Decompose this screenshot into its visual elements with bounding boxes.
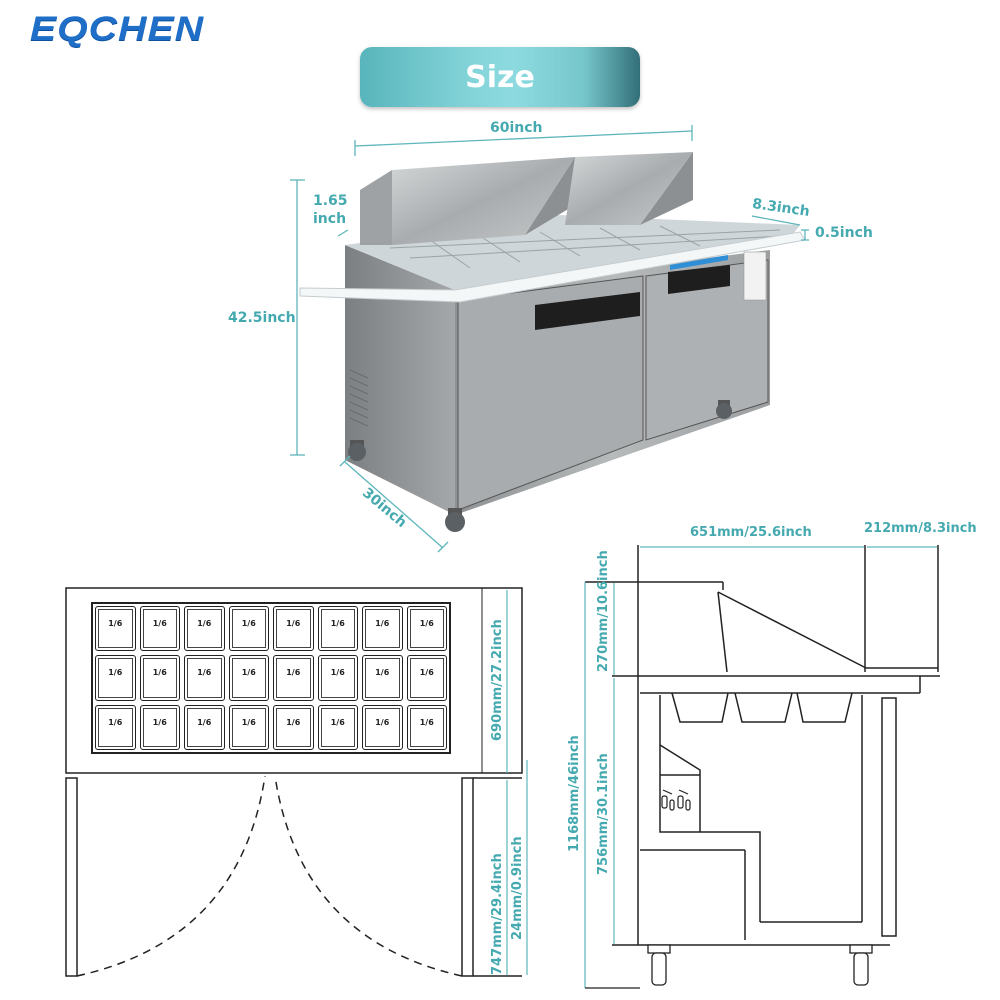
pan-cell: 1/6 (362, 655, 403, 701)
photo-dimension-lines (290, 125, 809, 553)
pan-cell: 1/6 (228, 606, 269, 652)
pan-cell: 1/6 (184, 606, 225, 652)
right-door-handle (668, 265, 730, 294)
dim-board-thickness: 0.5inch (815, 225, 873, 241)
dim-door-swing: 747mm/29.4inch (490, 853, 505, 975)
dim-total-height: 1168mm/46inch (567, 735, 582, 852)
lid-left-top (392, 157, 575, 245)
pan-cell: 1/6 (317, 704, 358, 750)
pan-cell: 1/6 (95, 704, 136, 750)
pan-cell: 1/6 (184, 704, 225, 750)
size-banner: Size (360, 47, 640, 107)
pan-cell: 1/6 (139, 704, 180, 750)
lid-left-bracket (525, 157, 575, 235)
pan-cell: 1/6 (273, 655, 314, 701)
pan-cell: 1/6 (362, 606, 403, 652)
dim-body-height: 756mm/30.1inch (596, 753, 611, 875)
dim-top-depth: 690mm/27.2inch (490, 619, 505, 741)
side-view-drawing (585, 545, 940, 946)
pan-cell: 1/6 (228, 704, 269, 750)
pan-cell: 1/6 (317, 606, 358, 652)
pan-cell: 1/6 (95, 606, 136, 652)
side-view-dimension-lines (584, 546, 937, 989)
pan-grid-top-view: 1/6 1/6 1/6 1/6 1/6 1/6 1/6 1/6 1/6 1/6 … (95, 606, 447, 750)
pan-grid (389, 225, 781, 269)
vent-grill (349, 369, 369, 427)
pan-cell: 1/6 (139, 655, 180, 701)
top-view-dimension-lines (506, 590, 528, 975)
left-door-handle (535, 292, 640, 330)
dim-rail-depth: 651mm/25.6inch (690, 525, 812, 540)
pan-cell: 1/6 (362, 704, 403, 750)
dim-width: 60inch (490, 120, 543, 136)
pan-cell: 1/6 (184, 655, 225, 701)
banner-title: Size (465, 59, 535, 95)
pan-cell: 1/6 (139, 606, 180, 652)
lid-right-top (565, 152, 693, 225)
lid-right-bracket (640, 152, 693, 225)
pan-cell: 1/6 (406, 606, 447, 652)
brand-logo: EQCHEN (30, 10, 205, 48)
dim-lid-height: 270mm/10.6inch (596, 550, 611, 672)
dim-board-depth-side: 212mm/8.3inch (864, 521, 977, 536)
left-door (457, 275, 644, 511)
cabinet-side-panel (345, 245, 455, 515)
caster-back-right (716, 400, 732, 419)
pan-cell: 1/6 (228, 655, 269, 701)
lid-left (360, 170, 392, 245)
dim-height: 42.5inch (228, 310, 296, 326)
compressor-detail (661, 789, 691, 811)
caster-front-center (445, 508, 465, 532)
dim-door-offset: 24mm/0.9inch (510, 836, 525, 940)
spec-label (743, 251, 767, 301)
pan-cell: 1/6 (95, 655, 136, 701)
pan-cell: 1/6 (317, 655, 358, 701)
pan-cell: 1/6 (406, 655, 447, 701)
caster-front-left (348, 440, 366, 461)
top-view-drawing (65, 587, 523, 977)
side-casters (647, 944, 873, 986)
dim-backsplash: 1.65 inch (313, 193, 348, 227)
pan-cell: 1/6 (406, 704, 447, 750)
blue-stripe (670, 255, 728, 270)
pan-cell: 1/6 (273, 704, 314, 750)
pan-cell: 1/6 (273, 606, 314, 652)
